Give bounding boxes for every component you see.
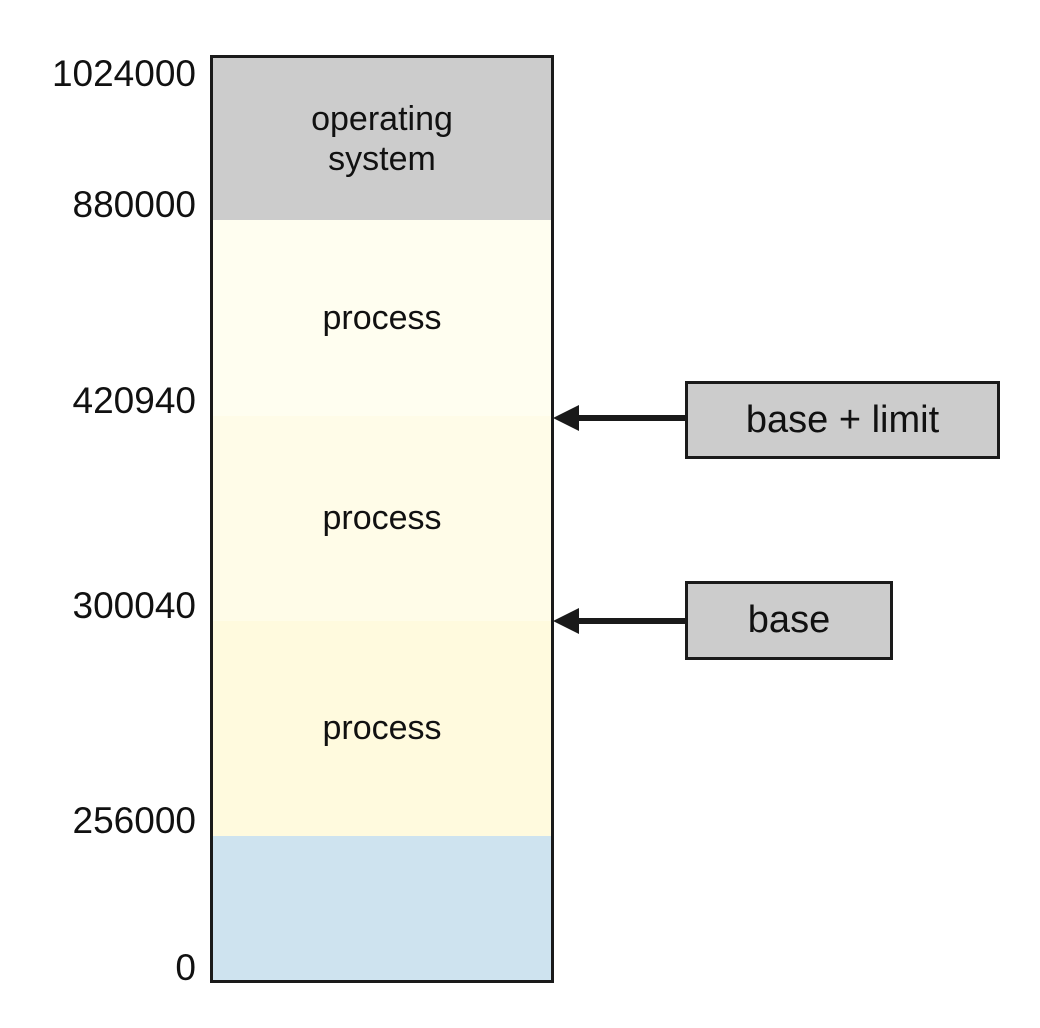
memory-region-label-process-top: process [322,298,442,337]
memory-column: operating system process process process [210,55,554,983]
arrow-shaft [571,415,687,421]
address-label-256000: 256000 [72,800,196,841]
address-label-300040: 300040 [72,585,196,626]
memory-region-operating-system: operating system [213,58,551,220]
address-label-880000: 880000 [72,184,196,225]
callout-base: base [685,581,893,660]
callout-label-base-plus-limit: base + limit [745,398,940,441]
memory-region-label-process-bottom: process [322,709,442,748]
memory-region-process-bottom: process [213,621,551,836]
memory-region-label-process-middle: process [322,499,442,538]
arrow-shaft [571,618,687,624]
callout-label-base: base [747,599,831,641]
memory-region-process-middle: process [213,416,551,621]
memory-region-process-top: process [213,220,551,416]
address-label-1024000: 1024000 [51,53,196,94]
callout-base-plus-limit: base + limit [685,381,1000,459]
address-label-0: 0 [175,947,196,988]
memory-region-label-operating-system: operating system [311,99,453,178]
address-label-420940: 420940 [72,380,196,421]
memory-region-free-memory [213,836,551,980]
